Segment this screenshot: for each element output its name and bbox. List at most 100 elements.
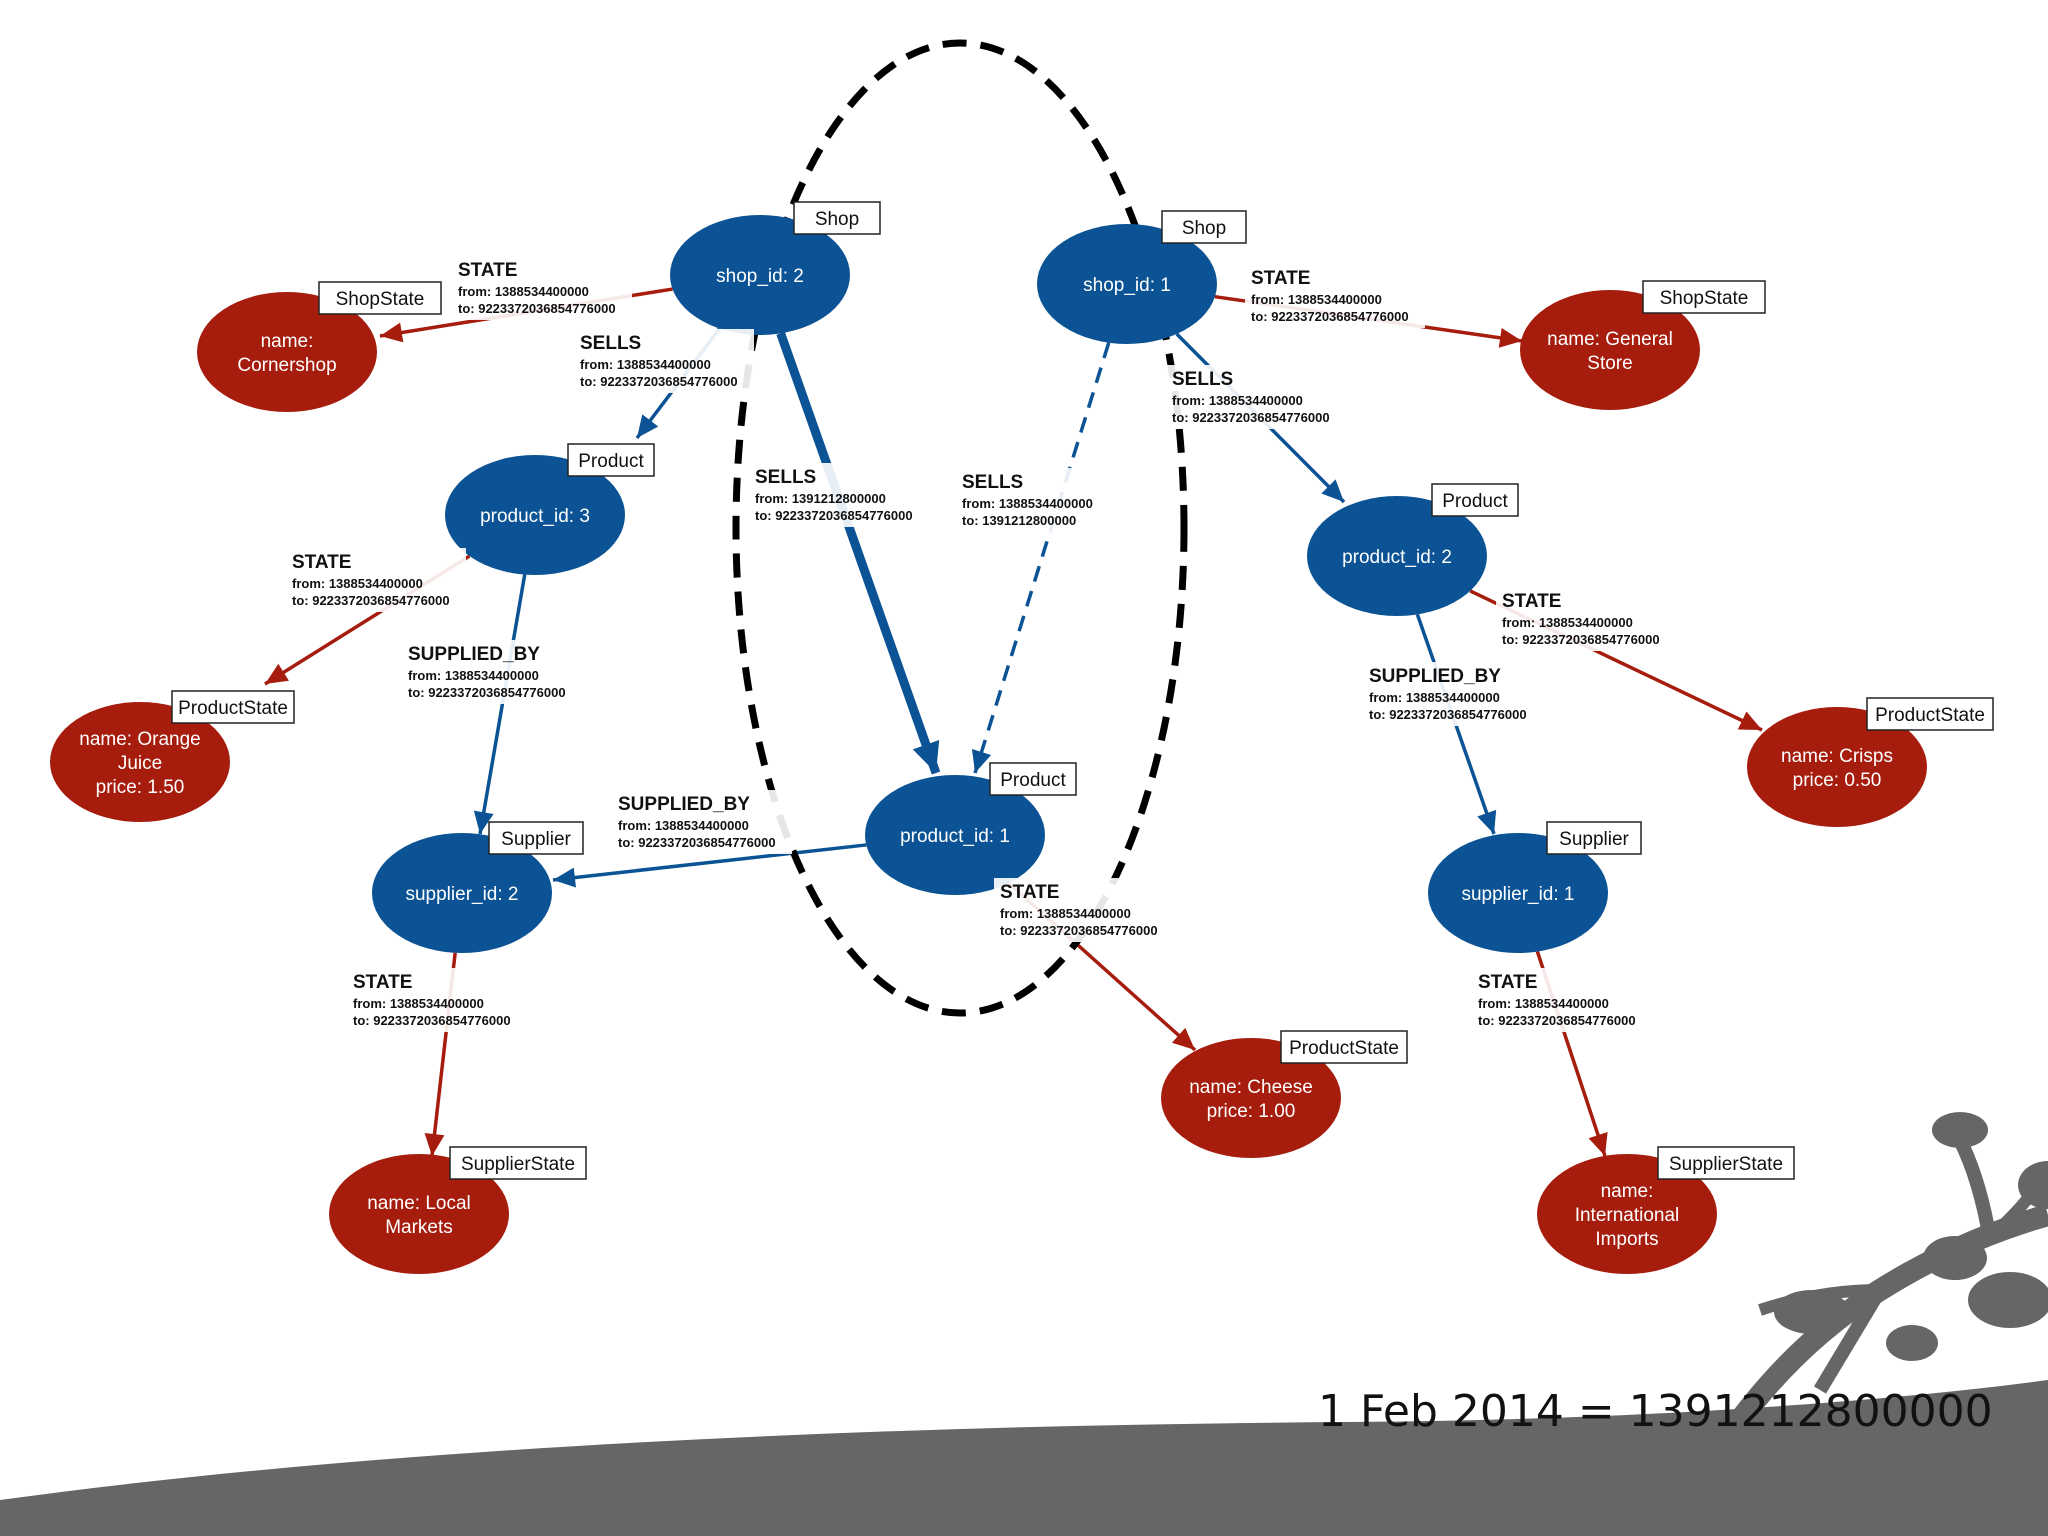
entity-node-shape: [372, 833, 552, 953]
edge-e8: [473, 574, 527, 835]
node-label: product_id: 3: [480, 506, 590, 527]
entity-node-shape: [1307, 496, 1487, 616]
arrowhead: [1477, 809, 1497, 834]
node-type-tag: Product: [989, 762, 1077, 796]
edge-label-e5: STATE from: 1388534400000 to: 922337203685…: [1245, 264, 1425, 328]
edge-property: from: 1388534400000: [1251, 292, 1382, 307]
edge-property: to: 9223372036854776000: [1478, 1013, 1636, 1028]
entity-node-shape: [1428, 833, 1608, 953]
node-label: shop_id: 1: [1083, 275, 1171, 296]
arrowhead: [1588, 1131, 1608, 1156]
node-type-tag: Shop: [1161, 210, 1247, 244]
node-type-label: Shop: [1182, 218, 1226, 239]
edge-type-label: STATE: [292, 552, 351, 573]
node-label: shop_id: 2: [716, 266, 804, 287]
entity-node-shape: [670, 215, 850, 335]
node-label: Imports: [1595, 1229, 1658, 1250]
state-node-shape: [1537, 1154, 1717, 1274]
edge-label-e7: STATE from: 1388534400000 to: 922337203685…: [286, 548, 466, 612]
node-label: supplier_id: 1: [1461, 884, 1574, 905]
edge-line: [973, 342, 1111, 774]
node-type-label: ProductState: [1289, 1038, 1399, 1059]
arrowhead: [1171, 1027, 1195, 1050]
edge-property: to: 9223372036854776000: [408, 685, 566, 700]
arrowhead: [1321, 479, 1344, 502]
edge-property: from: 1388534400000: [292, 576, 423, 591]
edge-type-label: STATE: [353, 972, 412, 993]
edge-type-label: SUPPLIED_BY: [408, 644, 540, 665]
edge-labels-layer: STATE from: 1388534400000 to: 922337203685…: [286, 256, 1676, 1032]
highlight-layer: [732, 39, 1188, 1017]
edge-line: [478, 574, 527, 835]
edge-property: from: 1388534400000: [1502, 615, 1633, 630]
edge-type-label: STATE: [1251, 268, 1310, 289]
node-shop1: shop_id: 1 Shop: [1037, 210, 1247, 344]
node-type-tag: SupplierState: [449, 1146, 587, 1180]
arrowhead: [1498, 327, 1522, 348]
edge-type-label: SELLS: [755, 467, 816, 488]
timestamp-footnote: 1 Feb 2014 = 1391212800000: [1318, 1386, 1993, 1437]
edge-property: to: 9223372036854776000: [292, 593, 450, 608]
node-type-label: ProductState: [178, 698, 288, 719]
node-type-tag: SupplierState: [1657, 1146, 1795, 1180]
edge-e9: [552, 843, 867, 888]
node-label: name:: [1601, 1181, 1654, 1202]
node-type-tag: ProductState: [1280, 1030, 1408, 1064]
edge-property: to: 9223372036854776000: [1172, 410, 1330, 425]
edge-type-label: SELLS: [580, 333, 641, 354]
entity-node-shape: [1037, 224, 1217, 344]
edge-property: from: 1388534400000: [458, 284, 589, 299]
node-type-label: Product: [1000, 770, 1066, 791]
node-label: name: Crisps: [1781, 746, 1893, 767]
node-label: Cornershop: [237, 355, 336, 376]
edge-property: to: 9223372036854776000: [618, 835, 776, 850]
node-label: price: 1.50: [96, 777, 185, 798]
edge-property: from: 1388534400000: [580, 357, 711, 372]
node-label: price: 1.00: [1207, 1101, 1296, 1122]
edge-property: from: 1388534400000: [1369, 690, 1500, 705]
edge-property: to: 9223372036854776000: [1251, 309, 1409, 324]
node-label: name: Orange: [79, 729, 200, 750]
node-type-label: SupplierState: [1669, 1154, 1783, 1175]
state-node-shape: [1520, 290, 1700, 410]
arrowhead: [1737, 711, 1762, 730]
edge-property: from: 1388534400000: [618, 818, 749, 833]
node-label: name: Cheese: [1189, 1077, 1313, 1098]
state-node-shape: [1161, 1038, 1341, 1158]
edge-property: to: 1391212800000: [962, 513, 1076, 528]
node-label: name: Local: [367, 1193, 471, 1214]
edge-property: from: 1388534400000: [1172, 393, 1303, 408]
node-type-tag: ProductState: [1866, 697, 1994, 731]
edge-property: to: 9223372036854776000: [755, 508, 913, 523]
node-type-label: ShopState: [1660, 288, 1749, 309]
edge-type-label: SUPPLIED_BY: [1369, 666, 1501, 687]
node-type-tag: Product: [1431, 483, 1519, 517]
node-label: International: [1575, 1205, 1680, 1226]
node-type-tag: Supplier: [1546, 821, 1642, 855]
entity-node-shape: [445, 455, 625, 575]
arrowhead: [553, 867, 576, 888]
edge-label-e12: SUPPLIED_BY from: 1388534400000 to: 922337…: [1363, 662, 1543, 726]
edge-property: to: 9223372036854776000: [1369, 707, 1527, 722]
edge-property: from: 1388534400000: [353, 996, 484, 1011]
arrowhead: [637, 414, 659, 438]
